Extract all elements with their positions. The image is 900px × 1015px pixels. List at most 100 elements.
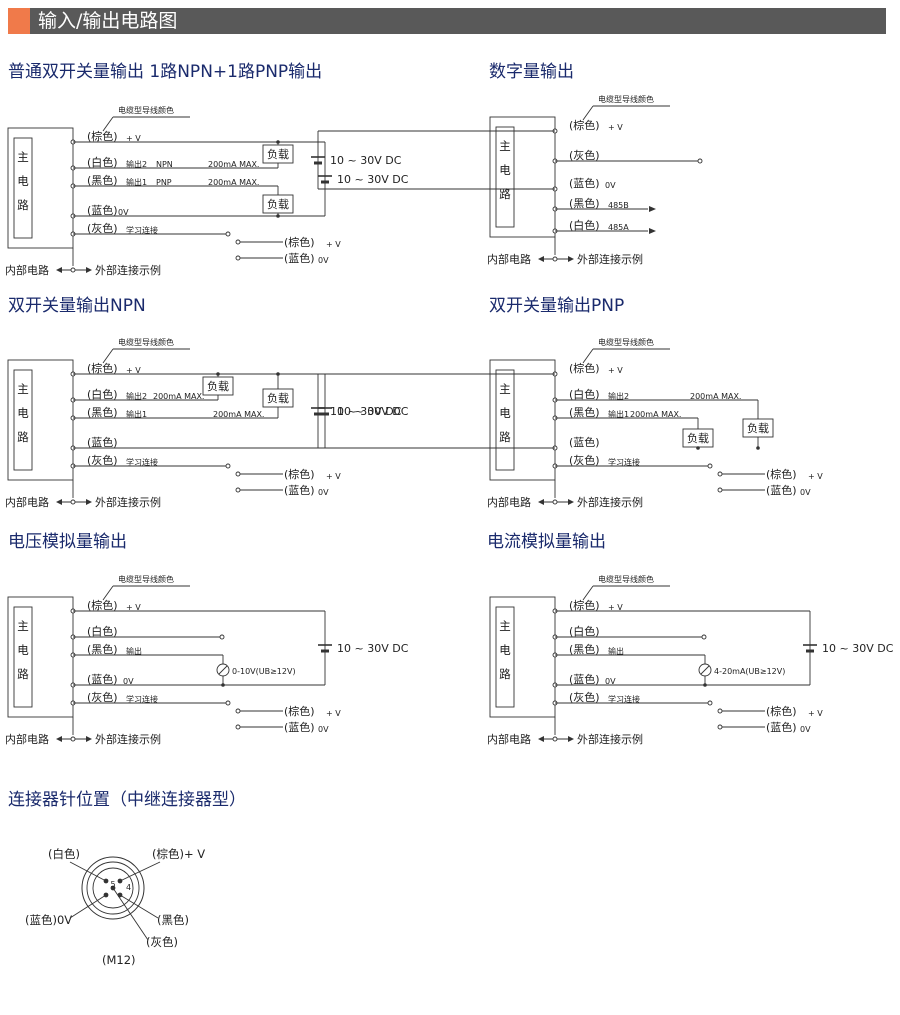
main-circuit-box [489,116,556,238]
arrow-right [568,736,574,742]
ext-zero-v: 0V [318,488,329,497]
ext-brown-label: (棕色) [284,467,315,481]
ext-brown-label: (棕色) [766,704,797,718]
learn-terminal [225,231,231,237]
title-npn-pnp: 普通双开关量输出 1路NPN+1路PNP输出 [8,62,323,82]
arrow-right [86,499,92,505]
npn-load-2 [262,388,294,408]
leader-black [119,894,159,919]
wire-color-label: (蓝色) [87,203,118,217]
wire-color-label: (黑色) [87,642,118,656]
header-accent [8,8,30,34]
wire-color-label: (白色) [87,387,118,401]
ext-brown-terminal [235,471,241,477]
ext-zero-v: 0V [318,725,329,734]
wire-color-label: (白色) [569,387,600,401]
wire-function-label: 输出1 [126,409,147,419]
plus-v-tag: + V [126,603,141,612]
connector-brown-label: (棕色)+ V [152,847,205,861]
outer-connection-label: 外部连接示例 [95,263,161,277]
arrow-left [538,499,544,505]
max-rating: 200mA MAX. [213,410,264,419]
cable-color-note: 电缆型导线颜色 [598,94,654,104]
wire-color-label: (棕色) [569,598,600,612]
outer-connection-label: 外部连接示例 [577,252,643,266]
arrow-right [568,499,574,505]
title-voltage: 电压模拟量输出 [8,532,127,552]
note-leader [582,105,594,121]
learn-terminal [225,700,231,706]
junction [276,372,280,376]
main-circuit-inner [13,606,33,708]
zero-v-tag: 0V [605,181,616,190]
arrow-right [86,267,92,273]
leader-blue [69,894,107,919]
arrow-left [538,256,544,262]
supply-label: 10 ~ 30V DC [330,405,402,418]
wire-function-label: 学习连接 [126,225,158,235]
wire-color-label: (蓝色) [569,672,600,686]
485a-arrow [649,228,656,234]
wire-function-label: 485A [608,223,629,232]
ext-brown-label: (棕色) [284,235,315,249]
main-circuit-char: 路 [499,430,511,444]
plus-v-tag: + V [126,366,141,375]
pin-4-label: 4 [126,883,131,892]
wire-color-label: (棕色) [87,598,118,612]
outer-connection-label: 外部连接示例 [95,732,161,746]
main-circuit-char: 电 [499,163,511,177]
white-terminal [219,634,225,640]
wire-function-label: 输出1 [126,177,147,187]
wire-color-label: (蓝色) [569,176,600,190]
cable-color-note: 电缆型导线颜色 [598,337,654,347]
ext-blue-terminal [235,255,241,261]
inner-circuit-label: 内部电路 [5,495,49,509]
plus-v-tag: + V [126,134,141,143]
connector-black-label: (黑色) [157,913,189,927]
junction [756,446,760,450]
supply-label: 10 ~ 30V DC [337,642,409,655]
inner-circuit-label: 内部电路 [487,252,531,266]
title-digital: 数字量输出 [489,62,574,82]
note-leader [102,585,114,601]
main-circuit-char: 路 [17,198,29,212]
ext-blue-terminal [235,487,241,493]
cable-color-note: 电缆型导线颜色 [118,337,174,347]
boundary-terminal [70,267,76,273]
arrow-left [56,499,62,505]
npn-load-1 [202,376,234,396]
485b-arrow [649,206,656,212]
wire-color-label: (棕色) [87,361,118,375]
main-circuit-char: 主 [499,139,511,153]
wire-function-label: 输出2 [126,391,147,401]
main-circuit-char: 电 [499,406,511,420]
leader-white [69,861,107,882]
arrow-right [568,256,574,262]
ext-brown-terminal [717,471,723,477]
boundary-terminal [552,256,558,262]
title-pnp: 双开关量输出PNP [489,296,625,316]
note-leader [582,585,594,601]
wire-color-label: (白色) [87,155,118,169]
npn-tag: NPN [156,160,173,169]
ext-brown-label: (棕色) [284,704,315,718]
meter-needle [700,665,710,675]
section-header-bar: 输入/输出电路图 [8,8,886,34]
wire-color-label: (黑色) [569,642,600,656]
ext-blue-label: (蓝色) [284,251,315,265]
inner-circuit-label: 内部电路 [487,495,531,509]
plus-v-tag: + V [608,123,623,132]
title-current: 电流模拟量输出 [487,532,606,552]
junction [276,214,280,218]
ext-plus-v: + V [808,472,823,481]
ext-plus-v: + V [808,709,823,718]
wire-color-label: (棕色) [87,129,118,143]
main-circuit-char: 路 [499,667,511,681]
main-circuit-char: 电 [17,174,29,188]
pnp-tag: PNP [156,178,172,187]
main-circuit-inner [495,369,515,471]
ext-blue-label: (蓝色) [766,720,797,734]
main-circuit-char: 主 [17,382,29,396]
main-circuit-char: 路 [17,667,29,681]
ext-blue-label: (蓝色) [284,483,315,497]
